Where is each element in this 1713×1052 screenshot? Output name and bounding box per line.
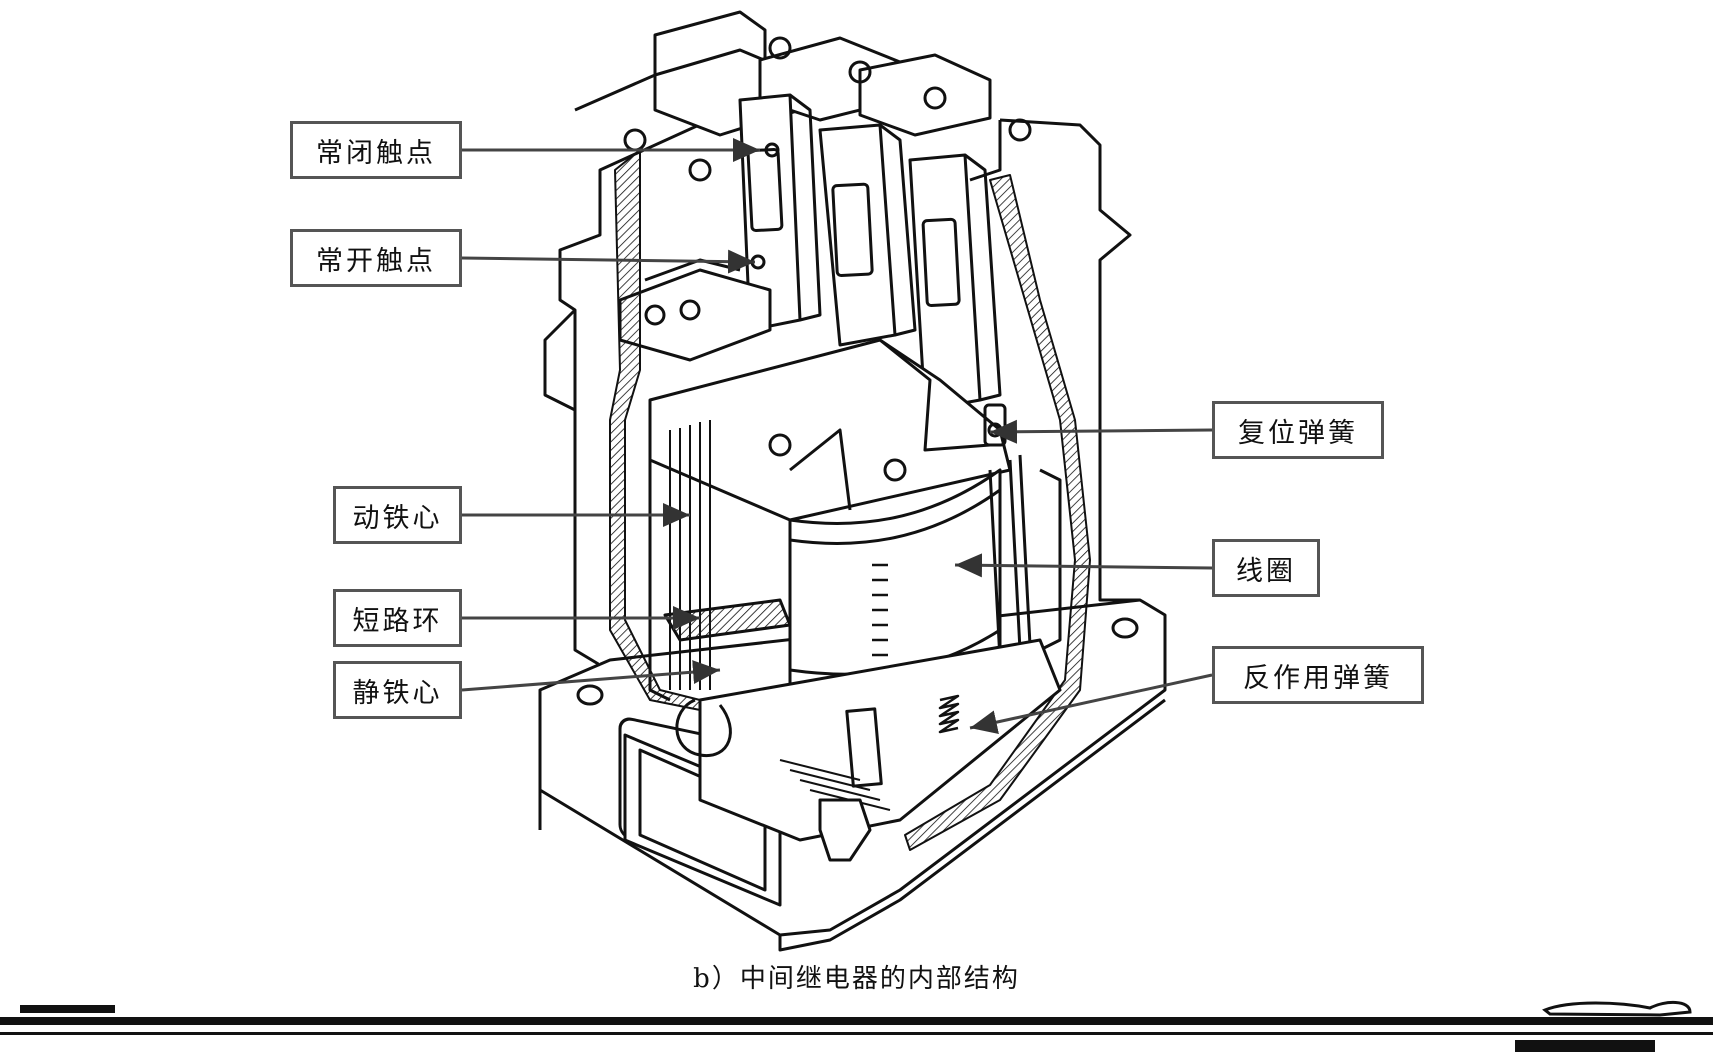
terminal-screw-4: [1008, 118, 1032, 142]
bottom-right-bar: [1515, 1040, 1655, 1052]
figure-caption: b）中间继电器的内部结构: [693, 964, 1020, 994]
bottom-terminal: [818, 798, 872, 862]
leader-coil: [954, 553, 1213, 578]
relay-body: [538, 10, 1167, 952]
shading-ring: [663, 598, 792, 642]
label-normally-closed-contact: 常闭触点: [290, 121, 462, 179]
terminal-screw-6: [688, 158, 712, 182]
base-hole-left: [576, 684, 604, 706]
label-movable-core: 动铁心: [333, 486, 462, 544]
label-reaction-spring: 反作用弹簧: [1212, 646, 1424, 704]
label-static-core: 静铁心: [333, 661, 462, 719]
leader-static-core: [461, 660, 721, 692]
coil-winding-marks: [872, 563, 888, 657]
label-shading-ring: 短路环: [333, 589, 462, 647]
reaction-spring: [938, 694, 960, 734]
housing-right-wall: [999, 118, 1140, 602]
terminal-screw-3: [923, 86, 947, 110]
base-hole-right: [1111, 617, 1139, 639]
bottom-right-scribble: [1542, 1001, 1692, 1017]
bottom-rule-thin: [0, 1032, 1713, 1035]
label-coil: 线圈: [1212, 539, 1320, 597]
leader-reaction-spring: [969, 673, 1213, 734]
label-reset-spring: 复位弹簧: [1212, 401, 1384, 459]
lower-contact-block: [618, 268, 772, 362]
short-left-rule: [20, 1005, 115, 1013]
terminal-screw-2: [848, 60, 872, 84]
bottom-compartment: [698, 638, 1062, 842]
leader-reset-spring: [989, 419, 1213, 444]
leader-lines: [461, 138, 1213, 734]
leader-normally-open: [461, 249, 756, 274]
bottom-rule: [0, 1017, 1713, 1025]
contact-carrier-2: [818, 123, 897, 347]
terminal-screw-1: [768, 36, 792, 60]
label-normally-open-contact: 常开触点: [290, 229, 462, 287]
core-laminations: [669, 420, 711, 690]
